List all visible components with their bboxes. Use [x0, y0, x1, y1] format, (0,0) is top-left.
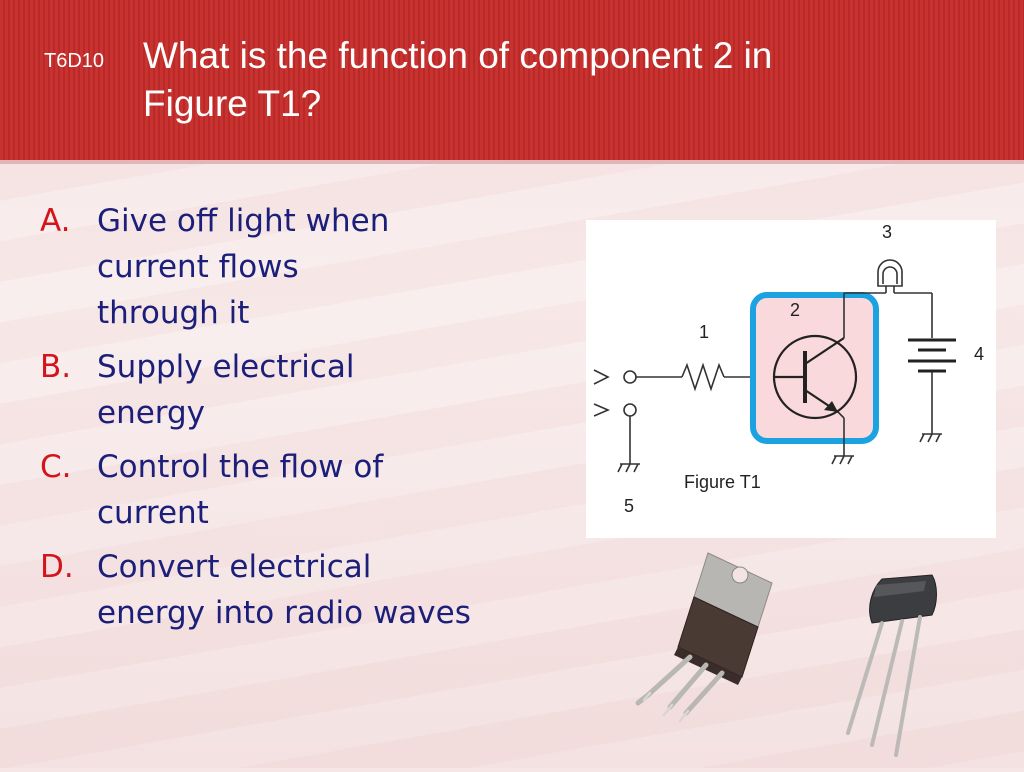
figure-caption: Figure T1: [684, 472, 761, 492]
to92-transistor-icon: [846, 574, 937, 757]
question-title: What is the function of component 2 in F…: [143, 32, 963, 128]
battery-symbol: [908, 338, 956, 373]
emitter-arrow-icon: [824, 401, 838, 412]
answer-text: Convert electrical energy into radio wav…: [97, 544, 600, 636]
label-component-1: 1: [699, 322, 709, 342]
answer-c[interactable]: C. Control the flow of current: [40, 444, 600, 536]
answer-text: Control the flow of current: [97, 444, 600, 536]
answer-line: Give off light when: [97, 203, 390, 239]
label-component-4: 4: [974, 344, 984, 364]
question-title-line2: Figure T1?: [143, 83, 322, 124]
answer-line: Convert electrical: [97, 549, 372, 585]
answer-text: Supply electrical energy: [97, 344, 600, 436]
answer-line: Supply electrical: [97, 349, 355, 385]
question-title-line1: What is the function of component 2 in: [143, 35, 773, 76]
answer-line: current: [97, 495, 209, 531]
input-terminal: [623, 370, 637, 384]
answer-line: current flows: [97, 249, 299, 285]
schematic-diagram: 1 2 3 4 5 Figure T1: [593, 222, 984, 516]
label-component-5: 5: [624, 496, 634, 516]
answer-list: A. Give off light when current flows thr…: [40, 198, 600, 644]
input-arrow-icon: [593, 403, 611, 417]
component-2-highlight: [750, 292, 879, 444]
title-banner: T6D10 What is the function of component …: [0, 0, 1024, 164]
answer-line: through it: [97, 295, 250, 331]
answer-letter: A.: [40, 203, 71, 239]
answer-letter: D.: [40, 549, 74, 585]
input-arrow-icon: [593, 369, 610, 385]
question-code: T6D10: [44, 50, 105, 72]
label-component-2: 2: [790, 300, 800, 320]
answer-text: Give off light when current flows throug…: [97, 198, 600, 336]
answer-letter: C.: [40, 449, 72, 485]
input-terminal: [623, 403, 637, 417]
figure-t1: 1 2 3 4 5 Figure T1: [586, 220, 996, 538]
answer-d[interactable]: D. Convert electrical energy into radio …: [40, 544, 600, 636]
answer-line: Control the flow of: [97, 449, 384, 485]
answer-line: energy into radio waves: [97, 595, 471, 631]
label-component-3: 3: [882, 222, 892, 242]
transistor-photos: [620, 545, 1024, 768]
answer-letter: B.: [40, 349, 72, 385]
answer-line: energy: [97, 395, 206, 431]
resistor-symbol: [681, 362, 725, 392]
answer-b[interactable]: B. Supply electrical energy: [40, 344, 600, 436]
answer-a[interactable]: A. Give off light when current flows thr…: [40, 198, 600, 336]
led-symbol: [877, 259, 903, 287]
to220-transistor-icon: [635, 552, 773, 723]
